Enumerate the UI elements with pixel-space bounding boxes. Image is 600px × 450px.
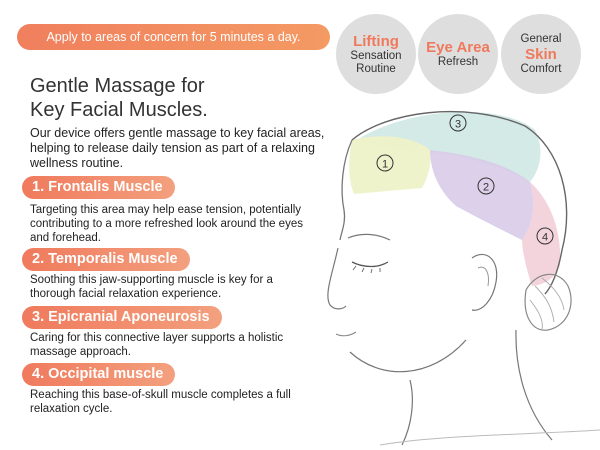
marker-2-ring xyxy=(477,177,495,195)
benefit-line: Routine xyxy=(356,62,396,75)
mouth xyxy=(335,331,357,337)
hair-strands xyxy=(529,277,565,331)
zone-occipital xyxy=(522,182,561,286)
shoulder xyxy=(379,429,600,446)
neck-back xyxy=(515,329,553,441)
muscle-tag-aponeurosis: 3. Epicranial Aponeurosis xyxy=(22,306,222,329)
benefit-skin: General Skin Comfort xyxy=(501,14,581,94)
marker-3-ring xyxy=(449,114,467,132)
hair-bun xyxy=(524,273,572,331)
zone-temporalis xyxy=(430,150,534,240)
marker-1-ring xyxy=(376,154,394,172)
face-illustration: 1 2 3 4 xyxy=(327,110,600,446)
zone-frontalis xyxy=(349,136,431,194)
muscle-tag-temporalis: 2. Temporalis Muscle xyxy=(22,248,190,271)
marker-3-digit: 3 xyxy=(455,119,461,131)
benefit-title: Skin xyxy=(525,45,557,63)
marker-2-digit: 2 xyxy=(483,182,489,194)
benefit-eye-area: Eye Area Refresh xyxy=(418,14,498,94)
muscle-tag-frontalis: 1. Frontalis Muscle xyxy=(22,176,175,199)
forehead-line xyxy=(339,139,353,241)
lashes xyxy=(352,265,381,274)
marker-4-digit: 4 xyxy=(542,232,548,244)
benefit-title: Eye Area xyxy=(426,39,490,56)
brow xyxy=(347,233,391,241)
title-line-1: Gentle Massage for xyxy=(30,75,205,97)
benefit-title: Lifting xyxy=(353,32,399,50)
nose xyxy=(327,247,347,310)
muscle-desc-occipital: Reaching this base-of-skull muscle compl… xyxy=(30,389,291,415)
muscle-desc-temporalis: Soothing this jaw-supporting muscle is k… xyxy=(30,274,273,300)
muscle-tag-occipital: 4. Occipital muscle xyxy=(22,363,176,386)
benefit-line: Comfort xyxy=(520,62,562,75)
closed-eye xyxy=(351,261,389,268)
page-title: Gentle Massage for Key Facial Muscles. xyxy=(30,74,290,122)
benefit-line: General xyxy=(520,32,562,45)
benefit-lifting: Lifting Sensation Routine xyxy=(336,14,416,94)
head-outline xyxy=(351,110,568,295)
marker-4-ring xyxy=(536,227,554,245)
benefit-line: Refresh xyxy=(437,56,479,68)
usage-banner: Apply to areas of concern for 5 minutes … xyxy=(17,24,330,50)
marker-1-digit: 1 xyxy=(382,159,388,171)
muscle-desc-aponeurosis: Caring for this connective layer support… xyxy=(30,332,284,358)
intro-paragraph: Our device offers gentle massage to key … xyxy=(30,126,325,170)
benefit-line: Sensation xyxy=(350,49,402,62)
title-line-2: Key Facial Muscles. xyxy=(30,99,208,121)
ear xyxy=(471,253,498,311)
jaw xyxy=(349,339,467,373)
neck-front xyxy=(401,379,413,446)
ear-inner xyxy=(477,266,489,287)
muscle-desc-frontalis: Targeting this area may help ease tensio… xyxy=(30,204,303,244)
